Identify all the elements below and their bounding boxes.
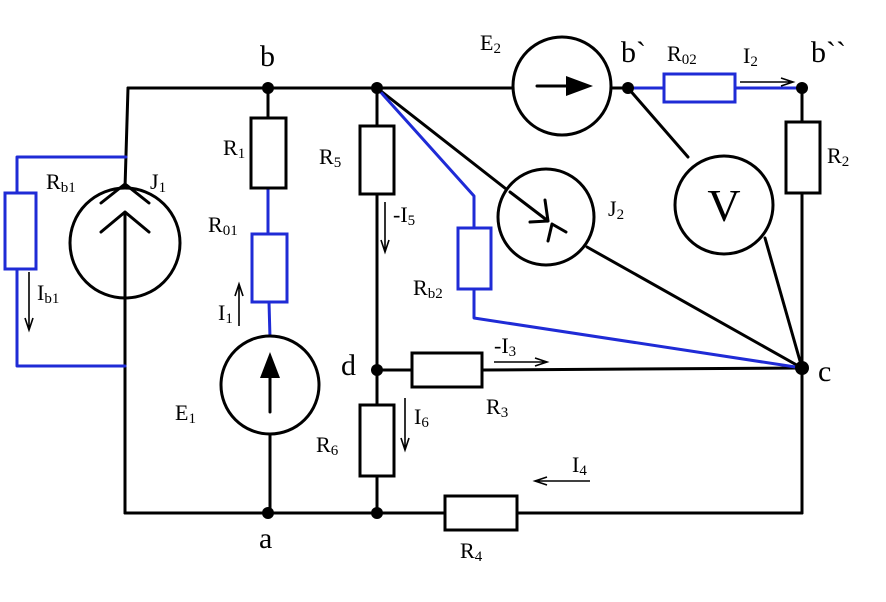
i5-arrow-icon: [380, 202, 390, 255]
junction-b2: [796, 82, 808, 94]
resistor-r2: [784, 120, 822, 195]
current-arrows: [24, 77, 796, 486]
wire-r01-e1: [267, 300, 272, 340]
junctions: [262, 82, 809, 519]
label-r5: R5: [319, 144, 341, 171]
label-r01: R01: [208, 212, 238, 239]
junction-a: [262, 507, 274, 519]
label-i3: -I3: [494, 333, 516, 360]
component-labels: Rb1 J1 Ib1 R1 R01 I1 E1 R5 -I5 Rb2 J2 E2…: [37, 30, 849, 565]
label-j1: J1: [150, 169, 166, 196]
label-j2: J2: [608, 196, 624, 223]
resistor-r5: [358, 124, 396, 196]
junction-top: [371, 82, 383, 94]
resistors: [3, 72, 822, 532]
voltmeter-label: V: [707, 180, 740, 231]
i6-arrow-icon: [400, 398, 410, 453]
label-rb2: Rb2: [413, 275, 443, 302]
rb1-loop-top: [15, 155, 128, 194]
i2-arrow-icon: [740, 77, 796, 87]
node-label-b2: b``: [811, 36, 846, 69]
junction-b1: [622, 82, 634, 94]
current-source-j2: [496, 167, 596, 267]
junction-b: [262, 82, 274, 94]
ib1-arrow-icon: [24, 272, 34, 333]
node-labels: b b` b`` c d a: [259, 36, 846, 555]
resistor-r01: [250, 232, 289, 304]
voltage-source-e1: [219, 334, 321, 436]
wire-rb2-c: [472, 287, 804, 370]
i4-arrow-icon: [532, 476, 590, 486]
i1-arrow-icon: [234, 281, 244, 326]
highlighted-wires: [15, 86, 804, 370]
e1-arrow-icon: [260, 352, 280, 378]
label-r3: R3: [486, 394, 508, 421]
current-source-j1: [68, 182, 182, 300]
label-i5: -I5: [393, 202, 415, 229]
resistor-r6: [358, 403, 396, 478]
j1-arrow-icon: [99, 182, 151, 300]
junction-c: [795, 361, 809, 375]
resistor-r02: [662, 72, 737, 104]
resistor-r4: [443, 494, 519, 532]
wires: [123, 86, 804, 515]
label-i2: I2: [743, 43, 758, 70]
resistor-rb2: [456, 226, 493, 291]
j2-arrow-icon: [508, 190, 568, 243]
resistor-rb1: [3, 191, 38, 271]
label-e2: E2: [480, 30, 501, 57]
wire-b1-voltmeter: [626, 86, 690, 159]
wire-j2-c: [585, 245, 804, 370]
wire-j1-up: [123, 86, 130, 190]
node-label-b: b: [260, 40, 275, 73]
node-label-a: a: [259, 522, 272, 555]
voltage-source-e2: [511, 35, 613, 137]
junction-d: [371, 364, 383, 376]
wire-node-j2: [375, 86, 512, 194]
wire-r3-c: [480, 366, 804, 372]
node-label-c: c: [818, 355, 831, 388]
rb1-loop-bottom: [15, 268, 127, 368]
e2-arrow-icon: [566, 76, 593, 96]
label-rb1: Rb1: [46, 169, 76, 196]
label-r6: R6: [316, 432, 339, 459]
label-r4: R4: [460, 538, 483, 565]
voltmeter: V: [673, 154, 775, 256]
resistor-r1: [249, 116, 288, 190]
junction-bottom: [371, 507, 383, 519]
node-label-b1: b`: [621, 36, 646, 69]
label-r02: R02: [667, 41, 697, 68]
label-i4: I4: [572, 452, 587, 479]
label-ib1: Ib1: [37, 280, 59, 307]
label-r2: R2: [827, 143, 849, 170]
label-e1: E1: [175, 400, 196, 427]
wire-voltmeter-c: [763, 236, 804, 370]
resistor-r3: [410, 351, 484, 389]
node-label-d: d: [341, 349, 356, 382]
label-i6: I6: [414, 404, 429, 431]
i3-arrow-icon: [494, 357, 550, 367]
label-i1: I1: [218, 300, 233, 327]
wire-node-rb2: [375, 86, 476, 230]
label-r1: R1: [223, 135, 245, 162]
